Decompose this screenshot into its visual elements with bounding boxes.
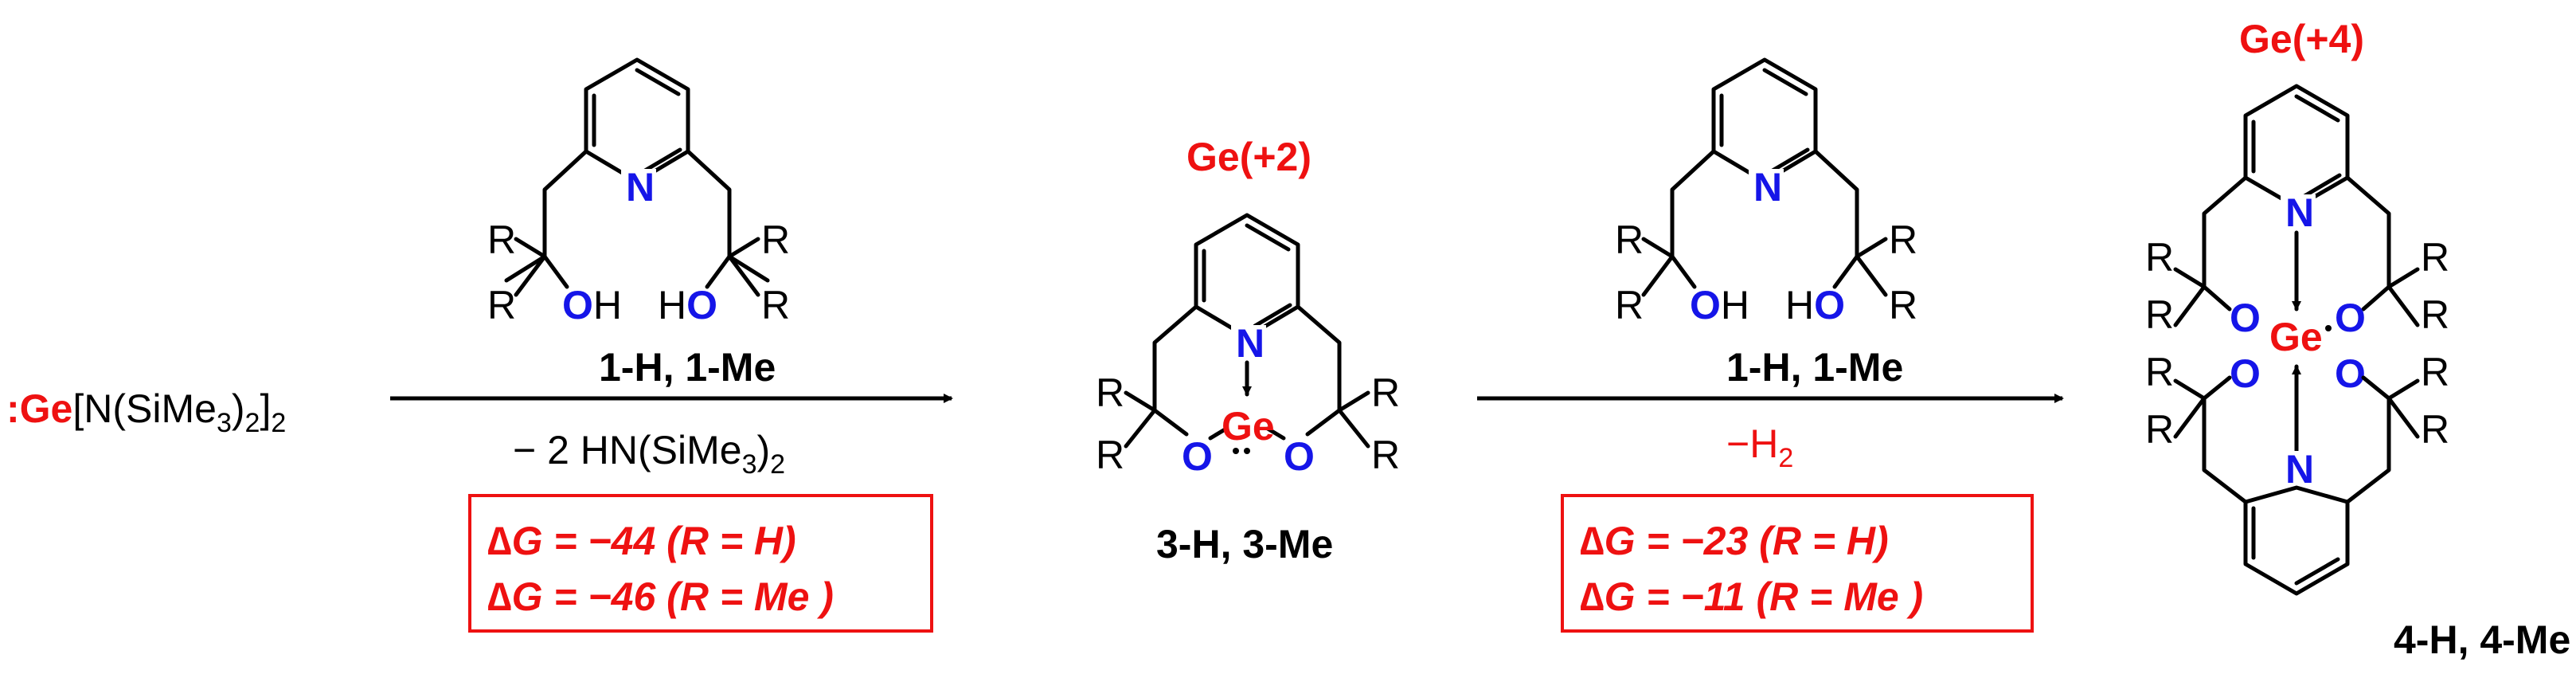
svg-text:N: N [2285,447,2314,492]
svg-text:R: R [2421,350,2449,394]
ge-atom-center: Ge [1222,404,1275,449]
delta-g-step2-h: ∆G = −23 (R = H) [1580,519,1889,563]
svg-text:R: R [2421,292,2449,337]
ge-atom-product: Ge [2269,315,2323,359]
svg-text:R: R [2145,235,2174,280]
svg-text:R: R [1371,433,1400,477]
svg-text:O: O [2335,296,2366,340]
product-label: 4-H, 4-Me [2394,617,2570,662]
svg-text:R: R [1096,370,1124,415]
svg-text:N: N [2285,190,2314,235]
svg-text:R: R [761,283,790,327]
intermediate-label: 3-H, 3-Me [1156,522,1333,566]
intermediate-3: Ge(+2) N R R R R O O Ge 3-H, 3-Me [1096,135,1400,566]
ligand-1-structure-step1: N R R R R OH HO [487,57,790,327]
svg-text::Ge[N(SiMe3)2]2: :Ge[N(SiMe3)2]2 [6,386,286,438]
svg-text:N: N [1236,321,1265,366]
svg-text:OH: OH [1690,283,1749,327]
product-4: Ge(+4) N R R R R O O Ge O O [2145,17,2570,662]
svg-text:R: R [1615,283,1644,327]
svg-text:R: R [2145,407,2174,452]
pyridine-n: N [626,165,655,210]
svg-text:HO: HO [658,283,717,327]
ligand-1-structure-step2: N R R R R OH HO [1615,57,1917,327]
reactant-ge-amide: :Ge[N(SiMe3)2]2 [6,386,286,438]
svg-text:R: R [2421,407,2449,452]
svg-text:R: R [2145,292,2174,337]
svg-text:O: O [2335,351,2366,396]
delta-g-step1-h: ∆G = −44 (R = H) [487,519,796,563]
ligand-label-step2: 1-H, 1-Me [1726,345,1903,390]
delta-g-box-step1: ∆G = −44 (R = H) ∆G = −46 (R = Me ) [468,494,933,633]
svg-text:O: O [1182,434,1213,479]
delta-g-step1-me: ∆G = −46 (R = Me ) [487,574,834,619]
svg-text:N: N [1753,165,1782,210]
svg-text:R: R [1615,218,1644,262]
svg-text:R: R [1889,218,1917,262]
ligand-label-step1: 1-H, 1-Me [599,345,776,390]
ge-atom: :Ge [6,386,72,431]
svg-text:R: R [2421,235,2449,280]
svg-text:R: R [2145,350,2174,394]
svg-text:OH: OH [562,283,622,327]
svg-text:O: O [2230,351,2261,396]
oxidation-state-ge2: Ge(+2) [1186,135,1311,179]
svg-text:R: R [761,218,790,262]
svg-text:R: R [487,218,516,262]
svg-text:R: R [487,283,516,327]
svg-text:R: R [1371,370,1400,415]
byproduct-step1: − 2 HN(SiMe3)2 [513,428,785,480]
svg-text:R: R [1889,283,1917,327]
svg-text:R: R [1096,433,1124,477]
svg-text:O: O [1284,434,1315,479]
delta-g-step2-me: ∆G = −11 (R = Me ) [1580,574,1923,619]
svg-text:HO: HO [1785,283,1845,327]
delta-g-box-step2: ∆G = −23 (R = H) ∆G = −11 (R = Me ) [1561,494,2034,633]
oxidation-state-ge4: Ge(+4) [2239,17,2364,61]
byproduct-step2: −H2 [1726,421,1793,473]
svg-text:O: O [2230,296,2261,340]
